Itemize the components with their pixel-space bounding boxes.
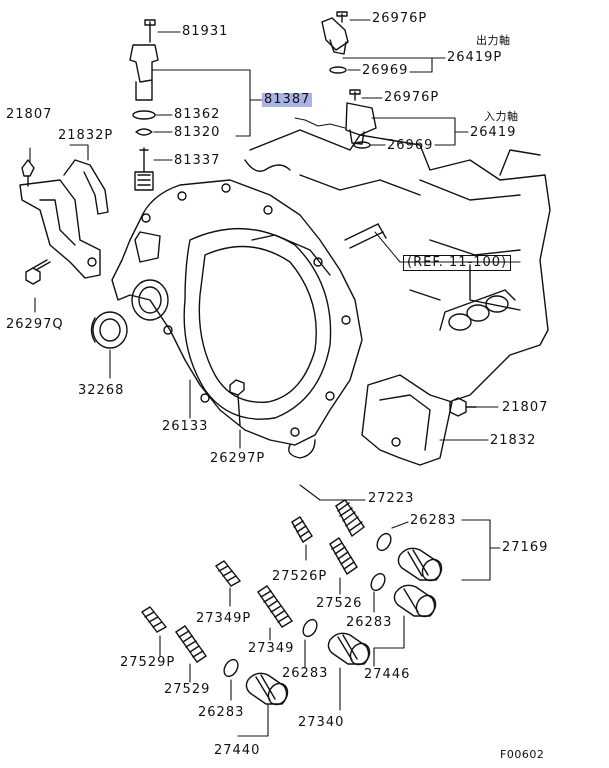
bolt-26297q: [25, 259, 51, 285]
bolt-21807-right: [449, 397, 477, 417]
label-27349p: 27349P: [196, 611, 252, 626]
breather-tube: [344, 223, 521, 263]
label-21807-left: 21807: [6, 107, 53, 122]
case-bolt-hole-3: [263, 205, 273, 215]
piston-27440: [245, 672, 289, 706]
piston-27446: [393, 584, 437, 618]
label-32268: 32268: [78, 383, 125, 398]
label-26297q: 26297Q: [6, 317, 64, 332]
label-26969-top: 26969: [362, 63, 409, 78]
clip-81320: [135, 128, 153, 136]
leader-lines: [29, 19, 501, 737]
case-bolt-hole-9: [163, 325, 173, 335]
label-27349: 27349: [248, 641, 295, 656]
label-27340: 27340: [298, 715, 345, 730]
spring-27349: [257, 585, 293, 628]
spring-27526p: [291, 516, 313, 543]
spring-27349p: [215, 560, 241, 587]
figure-code: F00602: [500, 748, 545, 761]
reference-box: (REF. 11-100): [403, 255, 512, 271]
gasket-ring-3: [485, 295, 509, 313]
case-seal-bore: [131, 279, 169, 321]
o-ring-26283-b: [370, 572, 386, 592]
case-bolt-hole-8: [200, 393, 210, 403]
piston-27169: [397, 547, 443, 582]
label-27223: 27223: [368, 491, 415, 506]
bolt-81931: [144, 19, 156, 43]
label-27529p: 27529P: [120, 655, 176, 670]
label-27169: 27169: [502, 540, 549, 555]
transaxle-case-26133: [111, 179, 363, 459]
label-27440: 27440: [214, 743, 261, 758]
label-81387: 81387: [262, 92, 313, 107]
case-bolt-hole-4: [313, 257, 323, 267]
o-ring-26283-d: [223, 658, 239, 678]
spring-27526: [329, 537, 358, 575]
gear-81337: [134, 147, 154, 191]
label-26283-a: 26283: [410, 513, 457, 528]
label-27529: 27529: [164, 682, 211, 697]
o-ring-26283-c: [302, 618, 318, 638]
label-26419: 26419: [470, 125, 517, 140]
o-ring-26283-a: [376, 532, 392, 552]
label-26419p: 26419P: [447, 50, 503, 65]
label-input-shaft: 入力軸: [484, 110, 519, 123]
input-speed-sensor-26419: [294, 89, 377, 149]
label-26283-c: 26283: [282, 666, 329, 681]
o-ring-81362: [132, 110, 156, 120]
spring-27223: [335, 499, 365, 537]
bracket-21832p: [19, 159, 109, 279]
label-81320: 81320: [174, 125, 221, 140]
label-26297p: 26297P: [210, 451, 266, 466]
label-26133: 26133: [162, 419, 209, 434]
label-21807-right: 21807: [502, 400, 549, 415]
case-bolt-hole-5: [341, 315, 351, 325]
case-bolt-hole-1: [177, 191, 187, 201]
speed-sensor-assembly: [129, 19, 159, 191]
case-bolt-hole-7: [290, 427, 300, 437]
case-bolt-hole-2: [221, 183, 231, 193]
label-21832: 21832: [490, 433, 537, 448]
bolt-26297p: [229, 379, 245, 426]
label-27526p: 27526P: [272, 569, 328, 584]
bracket-21832: [361, 374, 453, 466]
spring-27529: [175, 625, 207, 663]
engine-block: [244, 129, 551, 401]
label-21832p: 21832P: [58, 128, 114, 143]
case-bolt-hole-6: [325, 391, 335, 401]
label-26976p-top: 26976P: [372, 11, 428, 26]
spring-27529p: [141, 606, 167, 633]
output-speed-sensor-26419p: [321, 11, 349, 74]
label-81931: 81931: [182, 24, 229, 39]
gasket-ring-2: [466, 304, 490, 322]
case-bolt-hole-10: [141, 213, 151, 223]
label-27446: 27446: [364, 667, 411, 682]
label-output-shaft: 出力軸: [476, 34, 511, 47]
sensor-81387-body: [129, 44, 159, 83]
oil-seal-32268: [90, 311, 128, 349]
label-26976p-mid: 26976P: [384, 90, 440, 105]
gasket-ring-1: [448, 313, 472, 331]
label-27526: 27526: [316, 596, 363, 611]
label-26283-b: 26283: [346, 615, 393, 630]
label-81337: 81337: [174, 153, 221, 168]
label-26283-d: 26283: [198, 705, 245, 720]
label-81362: 81362: [174, 107, 221, 122]
label-26969-mid: 26969: [387, 138, 434, 153]
piston-27340: [327, 632, 371, 666]
